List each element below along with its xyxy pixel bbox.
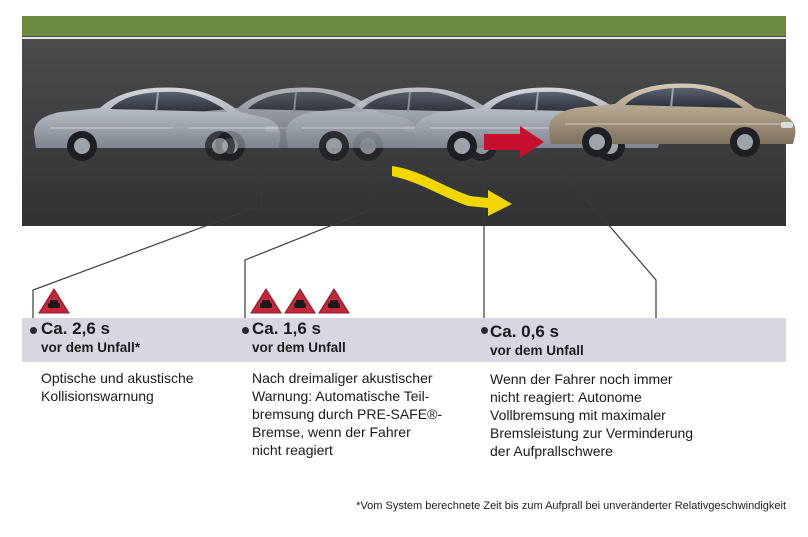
stage-2-sub: vor dem Unfall	[252, 340, 346, 355]
warning-triangle-icon	[284, 288, 316, 314]
stage-1-marker	[30, 327, 37, 334]
yellow-arrow-icon	[392, 166, 512, 216]
stage-2-desc: Nach dreimaliger akustischer Warnung: Au…	[252, 370, 443, 458]
red-arrow-icon	[484, 126, 544, 158]
stage-3-marker	[481, 327, 488, 334]
footnote: *Vom System berechnete Zeit bis zum Aufp…	[356, 500, 786, 512]
stage-3-desc: Wenn der Fahrer noch immer nicht reagier…	[490, 371, 694, 459]
stage-3-label: Ca. 0,6 s vor dem Unfall	[490, 322, 584, 359]
car-icon	[294, 300, 306, 308]
stage-2-label: Ca. 1,6 s vor dem Unfall	[252, 319, 346, 356]
stage-3-sub: vor dem Unfall	[490, 343, 584, 358]
stage-1-label: Ca. 2,6 s vor dem Unfall*	[41, 319, 140, 356]
leader-line-2	[244, 165, 371, 330]
stage-2-time: Ca. 1,6 s	[252, 319, 321, 338]
timeline-band	[22, 318, 786, 362]
stage-1-sub: vor dem Unfall*	[41, 340, 141, 355]
car-icon	[260, 300, 272, 308]
leader-line-1	[32, 158, 263, 330]
stage-3-time: Ca. 0,6 s	[490, 322, 559, 341]
car-icon	[48, 300, 60, 308]
stage-1-desc: Optische und akustische Kollisionswarnun…	[41, 370, 194, 404]
warning-triangle-icon	[318, 288, 350, 314]
warning-triangle-icon	[38, 288, 70, 314]
stage-2-marker	[242, 327, 249, 334]
stage-1-time: Ca. 2,6 s	[41, 319, 110, 338]
warning-triangle-icon	[250, 288, 282, 314]
grass-strip	[22, 16, 786, 36]
car-icon	[328, 300, 340, 308]
